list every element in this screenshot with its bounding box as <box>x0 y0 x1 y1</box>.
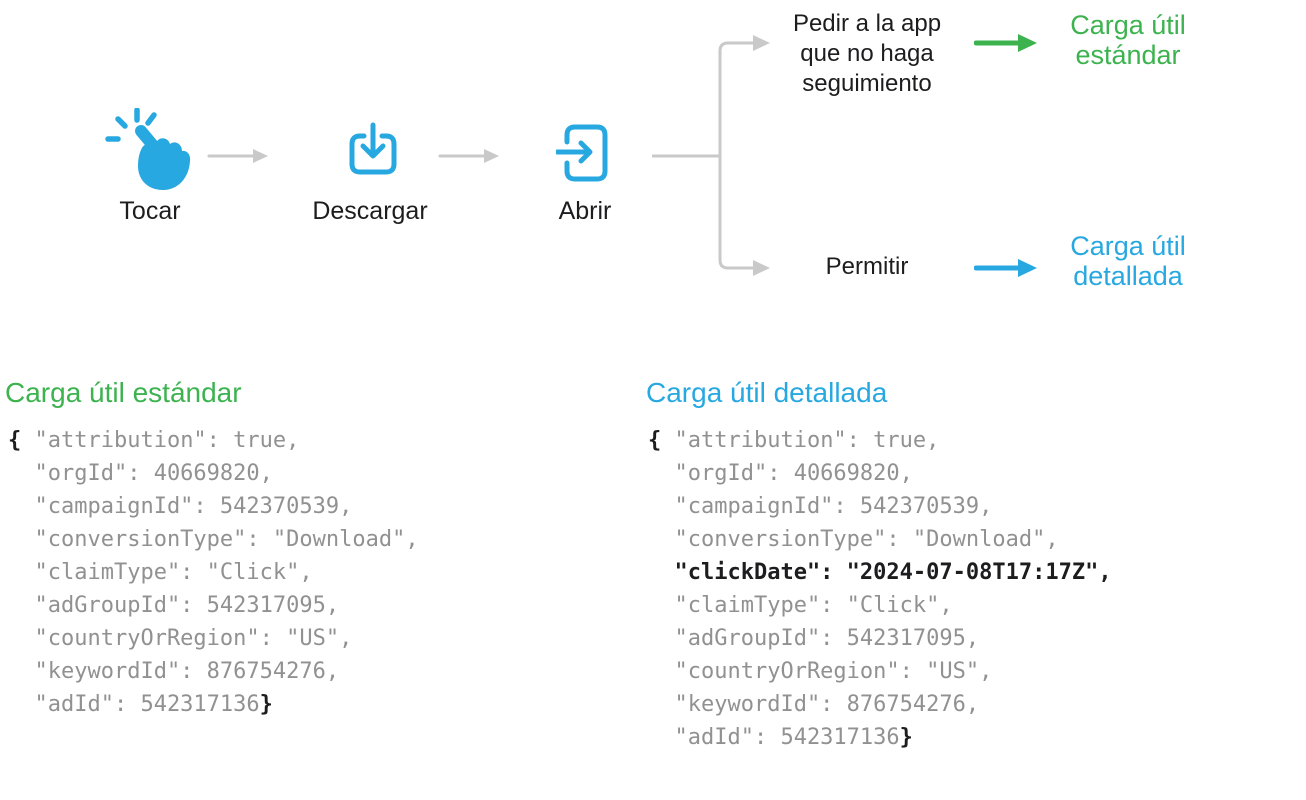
code-line: "countryOrRegion": "US", <box>648 659 993 684</box>
detailed-payload-section: Carga útil detallada { "attribution": tr… <box>646 377 1112 754</box>
outcome-standard-payload: Carga útil estándar <box>1070 10 1186 70</box>
branch-condition-allow: Permitir <box>825 253 909 280</box>
code-line: "keywordId": 876754276, <box>8 659 340 684</box>
code-line: "conversionType": "Download", <box>8 527 419 552</box>
code-line: "orgId": 40669820, <box>8 461 273 486</box>
code-line: "orgId": 40669820, <box>648 461 913 486</box>
step-label-descargar: Descargar <box>312 197 428 225</box>
code-line: { "attribution": true, <box>648 428 940 453</box>
detailed-payload-code: { "attribution": true, "orgId": 40669820… <box>648 424 1112 754</box>
download-icon <box>349 122 397 175</box>
code-line: "countryOrRegion": "US", <box>8 626 353 651</box>
detailed-payload-title: Carga útil detallada <box>646 377 888 408</box>
standard-payload-title: Carga útil estándar <box>5 377 242 408</box>
code-line: "claimType": "Click", <box>8 560 313 585</box>
step-label-abrir: Abrir <box>558 197 612 225</box>
code-line: "keywordId": 876754276, <box>648 692 980 717</box>
code-line: "claimType": "Click", <box>648 593 953 618</box>
code-line: "adId": 542317136} <box>648 725 913 750</box>
tap-icon <box>105 108 191 190</box>
blue-arrow-icon <box>974 259 1037 277</box>
step-label-tocar: Tocar <box>119 197 181 225</box>
code-line: "adId": 542317136} <box>8 692 273 717</box>
code-line: "campaignId": 542370539, <box>8 494 353 519</box>
green-arrow-icon <box>974 34 1037 52</box>
flow-arrow-icon <box>438 149 499 163</box>
branch-condition-ask-not-to-track: Pedir a la app que no haga seguimiento <box>792 10 942 97</box>
code-line: { "attribution": true, <box>8 428 300 453</box>
standard-payload-code: { "attribution": true, "orgId": 40669820… <box>8 424 419 721</box>
code-line: "adGroupId": 542317095, <box>648 626 980 651</box>
standard-payload-section: Carga útil estándar { "attribution": tru… <box>5 377 419 721</box>
outcome-detailed-payload: Carga útil detallada <box>1070 231 1186 291</box>
branch-connector-icon <box>652 35 770 276</box>
code-line: "conversionType": "Download", <box>648 527 1059 552</box>
code-line: "clickDate": "2024-07-08T17:17Z", <box>648 560 1112 585</box>
flow-arrow-icon <box>207 149 268 163</box>
code-line: "adGroupId": 542317095, <box>8 593 340 618</box>
code-line: "campaignId": 542370539, <box>648 494 993 519</box>
open-icon <box>556 124 608 182</box>
